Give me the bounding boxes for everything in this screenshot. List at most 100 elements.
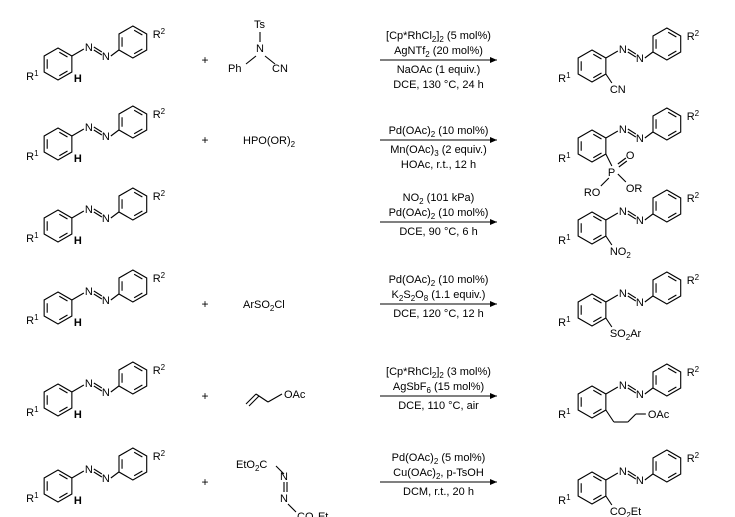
aromatic-double-bond (133, 470, 143, 477)
aromatic-double-bond (59, 492, 68, 499)
azo-n1: N (619, 380, 627, 392)
product-left-ring (577, 385, 607, 419)
r1-label: R1 (26, 231, 39, 245)
azo-bond (605, 386, 619, 395)
azo-n2: N (102, 131, 110, 143)
condition-line-2: Pd(OAc)2 (10 mol%) (389, 207, 489, 221)
azo-double-bond (93, 211, 103, 218)
azo-n1: N (619, 206, 627, 218)
azo-bond (71, 292, 85, 301)
n-cn-bond (264, 55, 276, 65)
aromatic-double-bond (133, 191, 143, 198)
product-right-ring (652, 189, 682, 223)
condition-line-3: DCM, r.t., 20 h (403, 486, 474, 498)
azo-double-bond (627, 51, 637, 58)
aromatic-double-bond (667, 31, 677, 38)
product-r2-label: R2 (687, 29, 700, 43)
ortho-h-label: H (74, 317, 82, 329)
ortho-h-label: H (74, 73, 82, 85)
substrate-right-ring (118, 269, 148, 303)
substrate-right-ring (118, 361, 148, 395)
aromatic-double-bond (133, 384, 143, 391)
aromatic-double-bond (667, 453, 677, 460)
ortho-substituent-bond (605, 235, 613, 246)
aromatic-double-bond (667, 367, 677, 374)
reagent-label: ArSO2Cl (243, 299, 285, 313)
aromatic-double-bond (133, 48, 143, 55)
p-o-double-bond (617, 157, 627, 165)
condition-line-2: Cu(OAc)2, p-TsOH (393, 467, 484, 481)
condition-line-1: Pd(OAc)2 (10 mol%) (389, 274, 489, 288)
ortho-substituent-label: CO2Et (610, 506, 641, 517)
azo-n2: N (102, 213, 110, 225)
product-left-ring (577, 471, 607, 505)
azo-bond (605, 294, 619, 303)
aromatic-double-bond (133, 365, 143, 372)
phosphorus-label: P (608, 167, 615, 179)
condition-line-1: Pd(OAc)2 (10 mol%) (389, 125, 489, 139)
azo-bond (605, 130, 619, 139)
aromatic-double-bond (133, 128, 143, 135)
azo-n1: N (85, 42, 93, 54)
condition-line-3: DCE, 110 °C, air (398, 400, 479, 412)
plus-sign: + (201, 133, 208, 147)
ester-bottom-label: CO2Et (297, 511, 328, 517)
azo-n1: N (85, 464, 93, 476)
azo-n2: N (636, 475, 644, 487)
azo-double-bond (627, 48, 637, 55)
substrate-left-ring (43, 47, 73, 81)
aromatic-double-bond (667, 275, 677, 282)
condition-line-4: DCE, 130 °C, 24 h (393, 79, 484, 91)
aromatic-double-bond (667, 50, 677, 57)
allyl-bond (267, 393, 283, 403)
azo-bond (110, 49, 120, 57)
azo-n2: N (102, 51, 110, 63)
condition-line-3: DCE, 120 °C, 12 h (393, 308, 484, 320)
ortho-h-label: H (74, 235, 82, 247)
azo-double-bond (93, 468, 103, 475)
azo-bond (644, 51, 654, 59)
azo-double-bond (93, 382, 103, 389)
azo-double-bond (93, 293, 103, 300)
r1-label: R1 (26, 491, 39, 505)
aromatic-double-bond (667, 294, 677, 301)
aromatic-double-bond (133, 292, 143, 299)
azo-double-bond (93, 471, 103, 478)
azo-bond (644, 131, 654, 139)
product-r2-label: R2 (687, 109, 700, 123)
condition-line-1: NO2 (101 kPa) (403, 192, 475, 206)
plus-sign: + (201, 389, 208, 403)
aromatic-double-bond (59, 314, 68, 321)
substrate-right-ring (118, 187, 148, 221)
azo-double-bond (627, 387, 637, 394)
reagent-label: HPO(OR)2 (243, 135, 296, 149)
azo-bond (110, 471, 120, 479)
phenyl-label: Ph (228, 63, 241, 75)
arrow-head (490, 57, 497, 63)
aromatic-double-bond (593, 53, 602, 60)
azo-n2: N (636, 389, 644, 401)
arrow-head (490, 137, 497, 143)
product-right-ring (652, 27, 682, 61)
condition-line-1: Pd(OAc)2 (5 mol%) (392, 452, 486, 466)
r1-label: R1 (26, 313, 39, 327)
aromatic-double-bond (667, 472, 677, 479)
aromatic-double-bond (667, 111, 677, 118)
aromatic-double-bond (593, 475, 602, 482)
product-right-ring (652, 271, 682, 305)
r2-label: R2 (153, 189, 166, 203)
c-p-bond (605, 153, 613, 167)
azo-bond (644, 213, 654, 221)
plus-sign: + (201, 475, 208, 489)
aromatic-double-bond (59, 473, 68, 480)
azo-double-bond (627, 384, 637, 391)
product-right-ring (652, 107, 682, 141)
azo-bond (71, 128, 85, 137)
allyl-bond (255, 393, 269, 403)
r2-label: R2 (153, 449, 166, 463)
substrate-left-ring (43, 127, 73, 161)
azo-bond (605, 212, 619, 221)
